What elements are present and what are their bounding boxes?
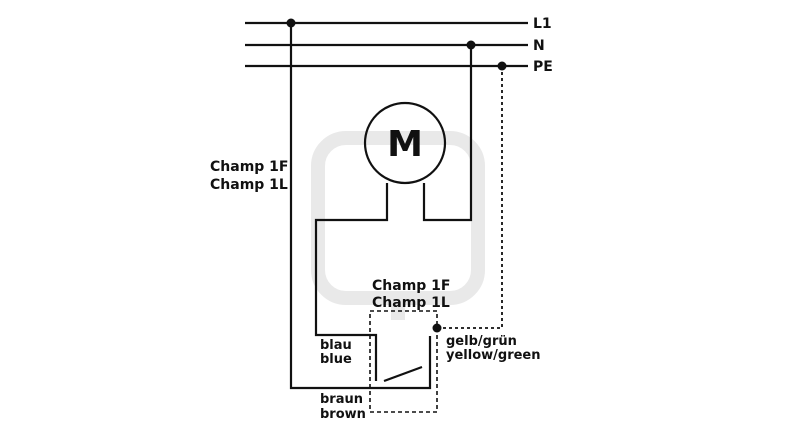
rail-label-l1: L1 (533, 16, 552, 32)
device-enclosure (369, 310, 438, 413)
switch-contact (383, 365, 423, 383)
wire-label-blue-en: blue (320, 352, 352, 367)
wire-n-motor (422, 45, 473, 222)
motor-letter: M (387, 124, 423, 165)
rail-label-pe: PE (533, 59, 553, 75)
wire-l1-brown (289, 23, 432, 390)
device-label-box-line2: Champ 1L (372, 295, 450, 311)
device-label-left-line1: Champ 1F (210, 159, 288, 175)
device-label-box-line1: Champ 1F (372, 278, 450, 294)
wire-label-blue-de: blau (320, 338, 352, 353)
device-label-left-line2: Champ 1L (210, 177, 288, 193)
wire-label-brown-en: brown (320, 407, 366, 422)
wire-label-ground-en: yellow/green (446, 348, 541, 363)
wire-motor-blue (314, 183, 389, 381)
wire-label-brown-de: braun (320, 392, 363, 407)
wire-label-ground-de: gelb/grün (446, 334, 517, 349)
motor-symbol (363, 101, 447, 185)
rail-label-n: N (533, 38, 545, 54)
watermark-logo (311, 131, 485, 320)
